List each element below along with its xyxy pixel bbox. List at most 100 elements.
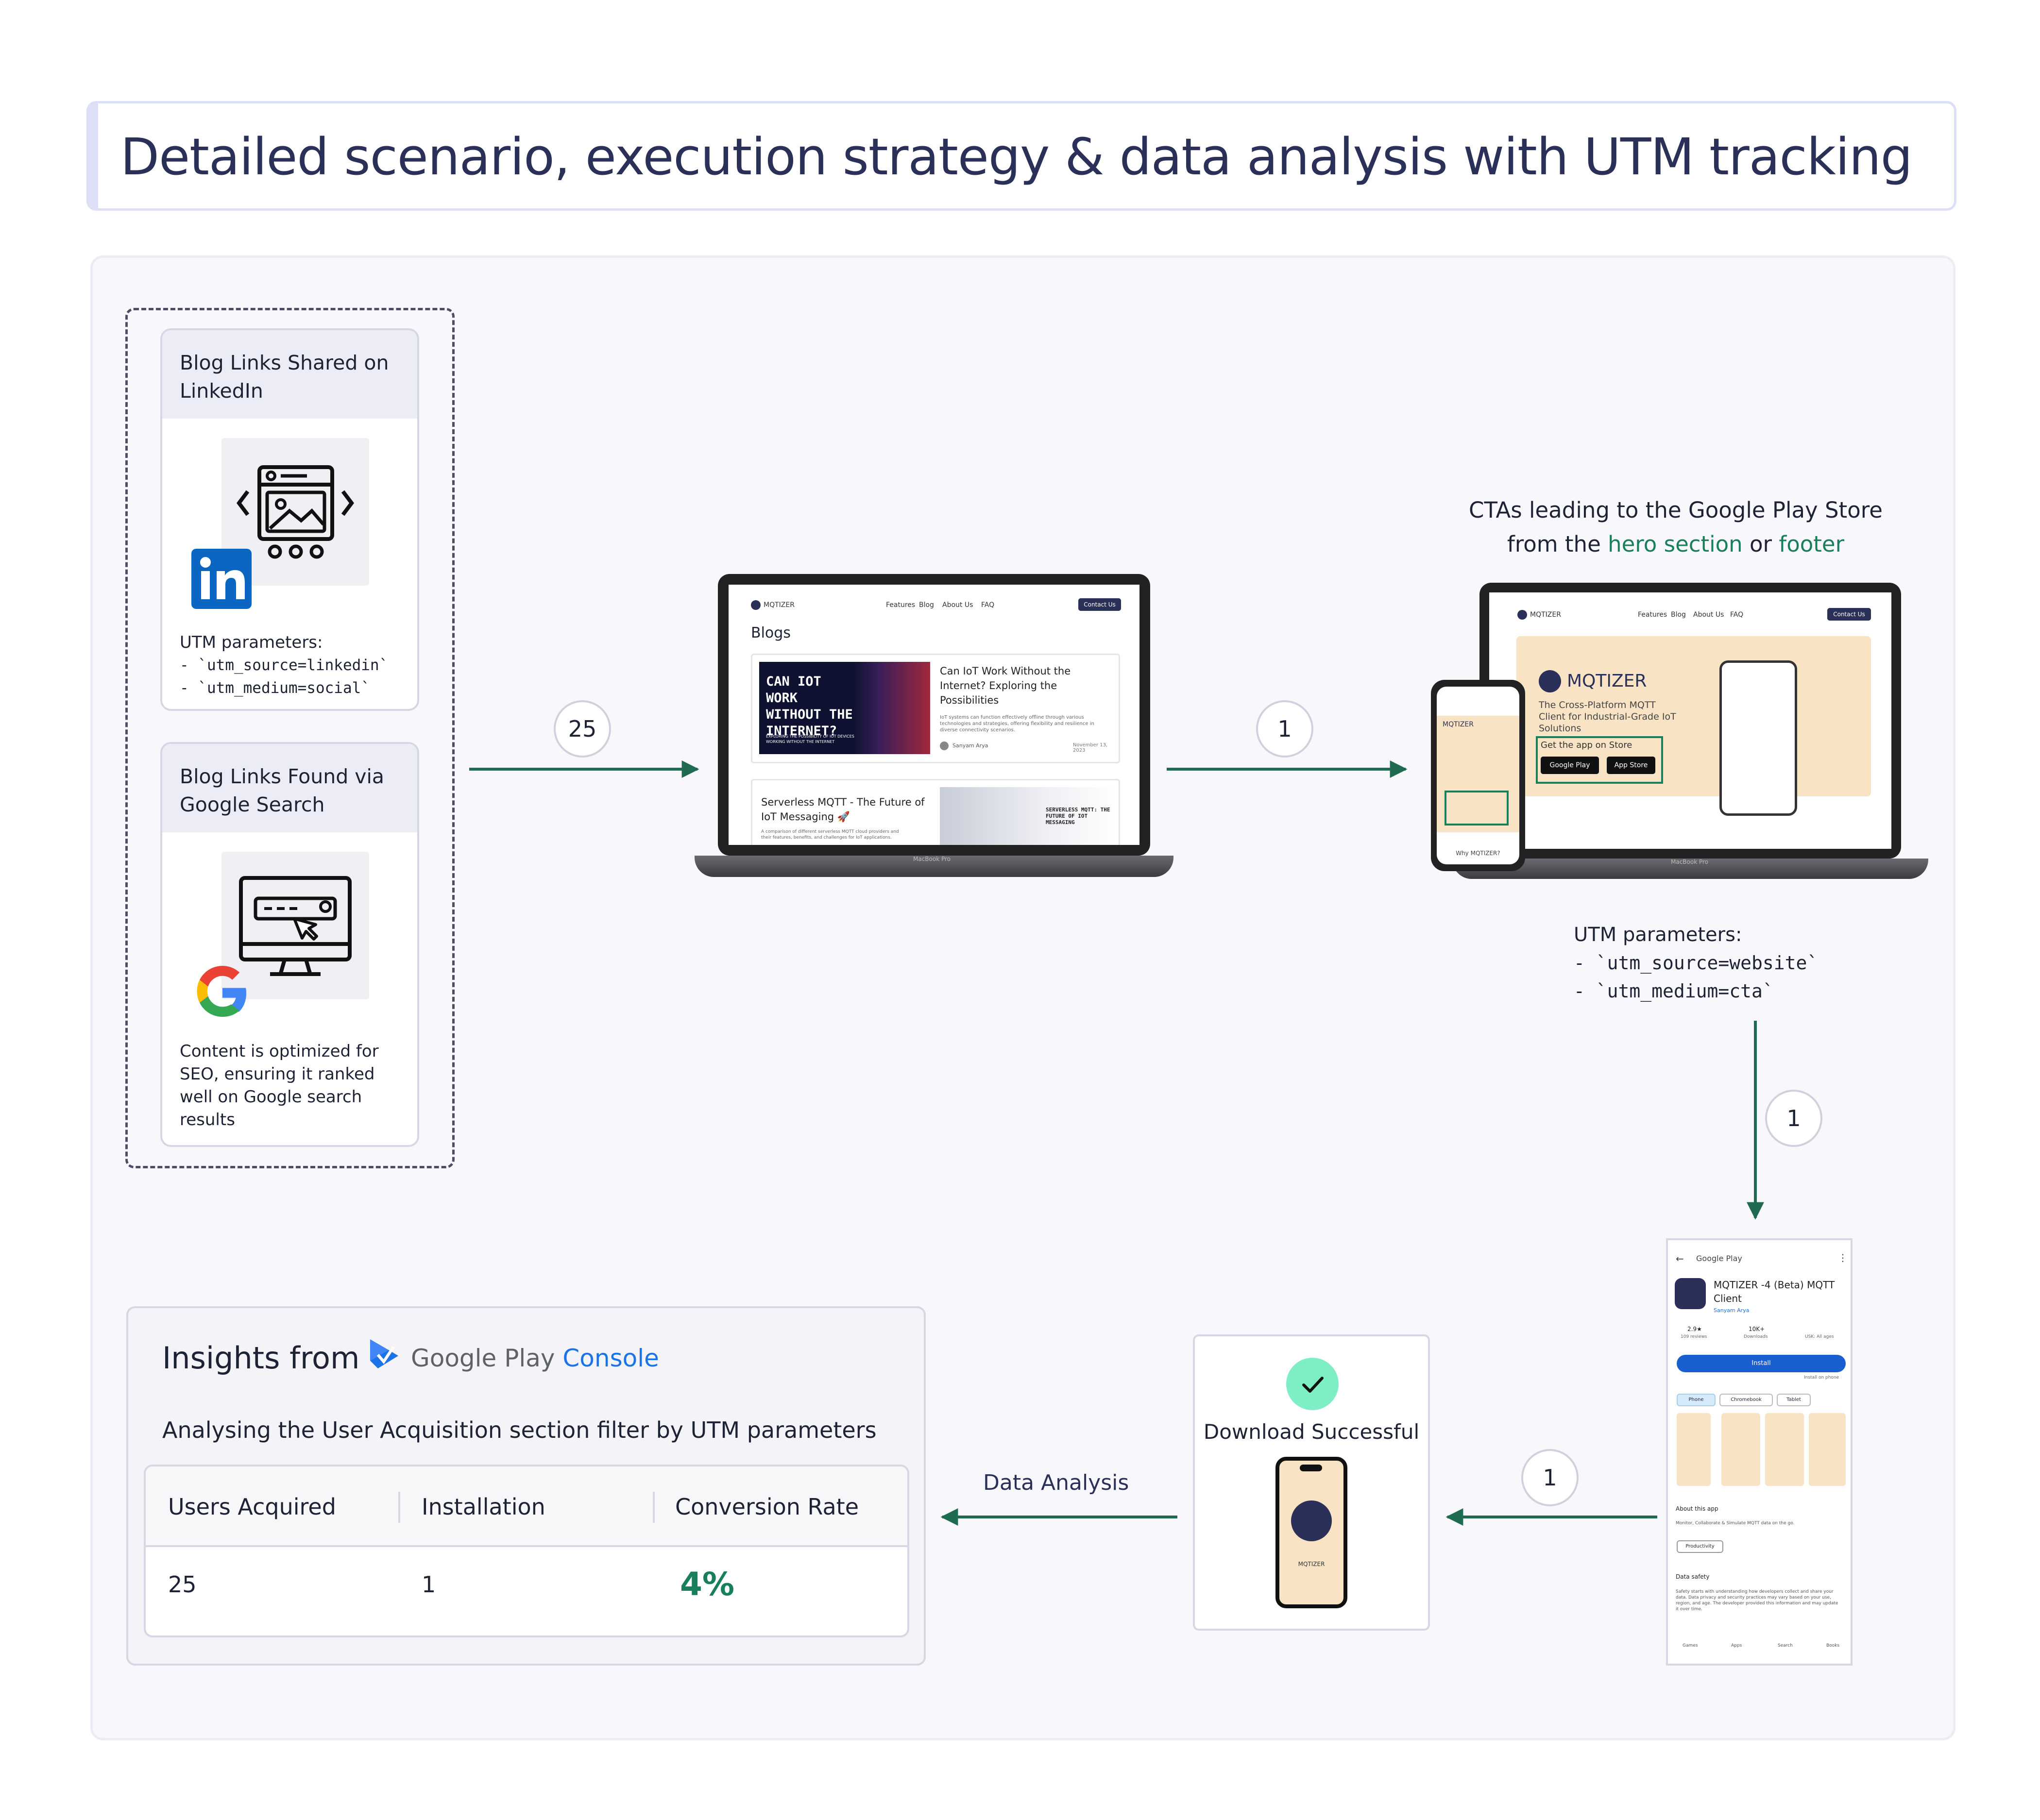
insights-table bbox=[144, 1465, 909, 1637]
bottom-nav-books[interactable]: Books bbox=[1826, 1643, 1840, 1648]
author-avatar bbox=[940, 741, 949, 750]
linkedin-source-card: Blog Links Shared on LinkedIn UTM parame… bbox=[160, 328, 419, 711]
blog-post-card-1[interactable]: CAN IOT WORK WITHOUT THE INTERNET? EXPLO… bbox=[751, 654, 1120, 763]
cta-utm-source: - `utm_source=website` bbox=[1574, 952, 1819, 974]
google-desc-line-4: results bbox=[180, 1110, 235, 1129]
play-install-button[interactable]: Install bbox=[1677, 1355, 1846, 1372]
blog-laptop-model: MacBook Pro bbox=[913, 856, 951, 862]
play-downloads-count: 10K+ bbox=[1749, 1326, 1765, 1332]
play-about-title[interactable]: About this app bbox=[1676, 1505, 1718, 1512]
cell-conversion-rate: 4% bbox=[680, 1566, 735, 1603]
mqtizer-logo-icon bbox=[1291, 1500, 1332, 1541]
screenshot-thumb[interactable] bbox=[1765, 1413, 1804, 1486]
blog-post-2-excerpt: A comparison of different serverless MQT… bbox=[761, 829, 899, 840]
play-about-text: Monitor, Collaborate & Simulate MQTT dat… bbox=[1676, 1521, 1795, 1526]
play-downloads-label: Downloads bbox=[1744, 1334, 1768, 1339]
linkedin-card-heading: Blog Links Shared on LinkedIn bbox=[162, 330, 417, 419]
play-safety-title[interactable]: Data safety bbox=[1676, 1573, 1710, 1580]
screenshot-thumb[interactable] bbox=[1721, 1413, 1760, 1486]
blog-post-card-2[interactable]: Serverless MQTT - The Future of IoT Mess… bbox=[751, 779, 1120, 845]
linkedin-utm-title: UTM parameters: bbox=[180, 633, 323, 652]
blog-post-1-banner: CAN IOT WORK WITHOUT THE INTERNET? EXPLO… bbox=[759, 662, 930, 754]
data-analysis-label: Data Analysis bbox=[983, 1470, 1129, 1495]
download-success-label: Download Successful bbox=[1203, 1420, 1420, 1444]
cta-nav-about[interactable]: About Us bbox=[1693, 611, 1724, 619]
hero-phone-mockup bbox=[1719, 660, 1797, 816]
cta-hero-tagline: The Cross-Platform MQTT Client for Indus… bbox=[1539, 700, 1676, 734]
bottom-nav-apps[interactable]: Apps bbox=[1731, 1643, 1742, 1648]
insights-subtitle: Analysing the User Acquisition section f… bbox=[162, 1417, 877, 1443]
blog-post-2-banner: SERVERLESS MQTT: THE FUTURE OF IOT MESSA… bbox=[940, 787, 1118, 845]
device-tab-phone[interactable]: Phone bbox=[1677, 1394, 1716, 1406]
cta-phone-highlight bbox=[1445, 791, 1509, 826]
cta-caption-footer: footer bbox=[1779, 531, 1845, 557]
table-header-row bbox=[146, 1466, 907, 1547]
cta-caption-line-1: CTAs leading to the Google Play Store bbox=[1469, 497, 1883, 523]
play-app-developer: Sanyam Arya bbox=[1714, 1307, 1750, 1314]
play-reviews: 109 reviews bbox=[1681, 1334, 1707, 1339]
device-tab-tablet[interactable]: Tablet bbox=[1777, 1394, 1811, 1406]
mqtizer-logo-icon bbox=[1539, 670, 1561, 692]
count-badge-download: 1 bbox=[1521, 1449, 1579, 1506]
blog-post-1-banner-title: CAN IOT WORK WITHOUT THE INTERNET? bbox=[766, 674, 853, 739]
blog-section-title: Blogs bbox=[751, 624, 791, 641]
column-users-acquired: Users Acquired bbox=[168, 1494, 336, 1520]
column-conversion-rate: Conversion Rate bbox=[675, 1494, 859, 1520]
google-play-button[interactable]: Google Play bbox=[1541, 757, 1599, 774]
linkedin-utm-source: - `utm_source=linkedin` bbox=[180, 657, 389, 674]
blog-nav-faq[interactable]: FAQ bbox=[981, 601, 995, 609]
cta-caption: CTAs leading to the Google Play Store fr… bbox=[1409, 493, 1943, 561]
bottom-nav-games[interactable]: Games bbox=[1683, 1643, 1698, 1648]
cta-contact-button[interactable]: Contact Us bbox=[1827, 608, 1871, 621]
app-store-button[interactable]: App Store bbox=[1607, 757, 1655, 774]
blog-nav-about[interactable]: About Us bbox=[942, 601, 973, 609]
cta-utm-medium: - `utm_medium=cta` bbox=[1574, 980, 1774, 1002]
google-desc-line-3: well on Google search bbox=[180, 1087, 362, 1107]
google-desc-line-1: Content is optimized for bbox=[180, 1042, 379, 1061]
blog-nav-blog[interactable]: Blog bbox=[919, 601, 934, 609]
play-store-screen: ← Google Play ⋮ MQTIZER -4 (Beta) MQTT C… bbox=[1666, 1238, 1853, 1666]
google-source-card: Blog Links Found via Google Search Conte… bbox=[160, 742, 419, 1147]
blog-brand: MQTIZER bbox=[764, 601, 795, 609]
cta-utm-title: UTM parameters: bbox=[1574, 924, 1742, 946]
cta-hero-section: MQTIZER The Cross-Platform MQTT Client f… bbox=[1516, 636, 1871, 816]
cta-hero-get-app: Get the app on Store bbox=[1541, 740, 1632, 750]
more-icon[interactable]: ⋮ bbox=[1838, 1252, 1848, 1264]
back-arrow-icon[interactable]: ← bbox=[1676, 1253, 1684, 1264]
blog-post-2-title: Serverless MQTT - The Future of IoT Mess… bbox=[761, 796, 925, 823]
blog-nav-features[interactable]: Features bbox=[886, 601, 916, 609]
play-category-chip[interactable]: Productivity bbox=[1677, 1540, 1723, 1553]
monitor-search-icon bbox=[221, 852, 369, 999]
blog-post-2-banner-title: SERVERLESS MQTT: THE FUTURE OF IOT MESSA… bbox=[1046, 807, 1110, 826]
cta-nav-brand: MQTIZER bbox=[1530, 611, 1561, 619]
screenshot-thumb[interactable] bbox=[1809, 1413, 1846, 1486]
blog-laptop-base bbox=[695, 856, 1173, 877]
blog-contact-button[interactable]: Contact Us bbox=[1078, 598, 1121, 611]
check-icon bbox=[1286, 1358, 1339, 1410]
count-badge-cta: 1 bbox=[1256, 700, 1313, 758]
count-badge-blog: 25 bbox=[554, 700, 611, 758]
cta-phone-screen: MQTIZER Why MQTIZER? bbox=[1437, 687, 1519, 864]
play-store-name: Google Play bbox=[1696, 1254, 1742, 1263]
google-card-heading: Blog Links Found via Google Search bbox=[162, 744, 417, 832]
cta-nav-faq[interactable]: FAQ bbox=[1730, 611, 1744, 619]
mqtizer-logo-icon bbox=[751, 600, 761, 610]
play-console-logo: Google Play Console bbox=[411, 1344, 659, 1372]
google-desc-line-2: SEO, ensuring it ranked bbox=[180, 1064, 375, 1084]
cta-nav-blog[interactable]: Blog bbox=[1671, 611, 1686, 619]
downloaded-phone: MQTIZER bbox=[1275, 1457, 1347, 1608]
screenshot-thumb[interactable] bbox=[1677, 1413, 1711, 1486]
cta-phone-brand: MQTIZER bbox=[1443, 721, 1474, 728]
cta-caption-hero: hero section bbox=[1608, 531, 1743, 557]
cta-laptop-model: MacBook Pro bbox=[1671, 859, 1709, 865]
play-console-logo-google-play: Google Play bbox=[411, 1344, 555, 1372]
mqtizer-logo-icon bbox=[1517, 610, 1527, 620]
blog-post-1-title: Can IoT Work Without the Internet? Explo… bbox=[940, 665, 1071, 706]
cell-installation: 1 bbox=[422, 1571, 436, 1598]
device-tab-chromebook[interactable]: Chromebook bbox=[1719, 1394, 1773, 1406]
cta-nav-features[interactable]: Features bbox=[1638, 611, 1667, 619]
cta-caption-line-2: from the hero section or footer bbox=[1507, 531, 1845, 557]
blog-post-1-banner-subtitle: EXPLORING THE POSSIBILITY OF IOT DEVICES… bbox=[766, 734, 854, 744]
bottom-nav-search[interactable]: Search bbox=[1778, 1643, 1793, 1648]
downloaded-app-name: MQTIZER bbox=[1298, 1561, 1325, 1567]
